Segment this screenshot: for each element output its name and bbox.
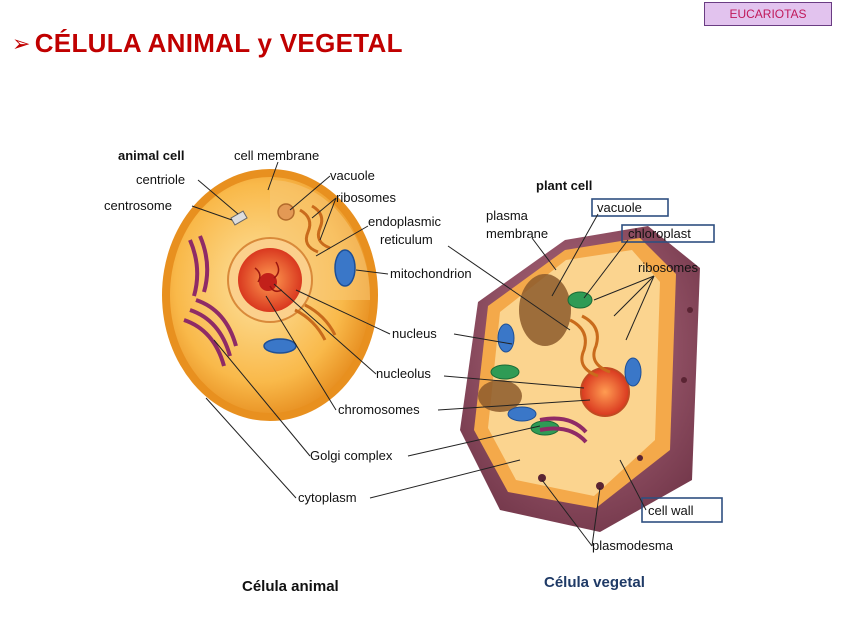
animal-leader-lines xyxy=(191,161,391,499)
label-mitochondrion: mitochondrion xyxy=(390,266,472,281)
plant-mitochondrion-3 xyxy=(507,406,537,422)
label-chromosomes: chromosomes xyxy=(338,402,420,417)
plant-cell-heading: plant cell xyxy=(536,178,592,193)
label-cell-wall: cell wall xyxy=(648,503,694,518)
animal-centriole xyxy=(230,210,248,226)
animal-cell-heading: animal cell xyxy=(118,148,184,163)
plant-vacuole-2 xyxy=(478,380,522,412)
label-membrane: membrane xyxy=(486,226,548,241)
caption-plant: Célula vegetal xyxy=(544,574,645,591)
label-plasmodesma: plasmodesma xyxy=(592,538,674,553)
plant-chloroplast-2 xyxy=(490,364,520,380)
label-chloroplast: chloroplast xyxy=(628,226,691,241)
animal-golgi xyxy=(183,235,238,367)
label-golgi: Golgi complex xyxy=(310,448,393,463)
animal-vacuole xyxy=(277,203,295,221)
animal-nucleolus xyxy=(259,273,277,291)
plant-nucleus xyxy=(580,367,630,417)
label-ribosomes-plant: ribosomes xyxy=(638,260,698,275)
label-centrosome: centrosome xyxy=(104,198,172,213)
vacuole-label-box xyxy=(591,198,669,217)
plant-golgi xyxy=(539,416,588,444)
label-ribosomes-animal: ribosomes xyxy=(336,190,396,205)
plant-vacuole xyxy=(519,274,571,346)
title-text: CÉLULA ANIMAL y VEGETAL xyxy=(34,28,403,58)
plant-chloroplast xyxy=(567,291,593,309)
label-plasma: plasma xyxy=(486,208,529,223)
arrow-bullet-icon: ➢ xyxy=(12,30,31,56)
label-er-line2: reticulum xyxy=(380,232,433,247)
animal-er xyxy=(294,204,337,341)
plant-er xyxy=(569,314,611,378)
label-vacuole-animal: vacuole xyxy=(330,168,375,183)
chloroplast-label-box xyxy=(621,224,715,243)
label-cell-membrane: cell membrane xyxy=(234,148,319,163)
caption-animal: Célula animal xyxy=(242,578,339,595)
eucariotas-badge: EUCARIOTAS xyxy=(704,2,832,26)
label-nucleus: nucleus xyxy=(392,326,437,341)
label-er-line1: endoplasmic xyxy=(368,214,441,229)
label-centriole: centriole xyxy=(136,172,185,187)
plant-leader-lines xyxy=(369,213,655,547)
animal-mitochondrion xyxy=(334,249,356,287)
plant-mitochondrion xyxy=(497,323,515,353)
animal-mitochondrion-2 xyxy=(263,338,297,354)
plant-plasmodesmata xyxy=(538,307,693,490)
animal-cell xyxy=(162,161,391,499)
page-title: ➢ CÉLULA ANIMAL y VEGETAL xyxy=(12,28,403,59)
plant-cell xyxy=(369,198,723,547)
cell-wall-label-box xyxy=(641,497,723,523)
label-nucleolus: nucleolus xyxy=(376,366,431,381)
label-vacuole-plant: vacuole xyxy=(597,200,642,215)
label-cytoplasm: cytoplasm xyxy=(298,490,357,505)
plant-mitochondrion-2 xyxy=(624,357,642,387)
